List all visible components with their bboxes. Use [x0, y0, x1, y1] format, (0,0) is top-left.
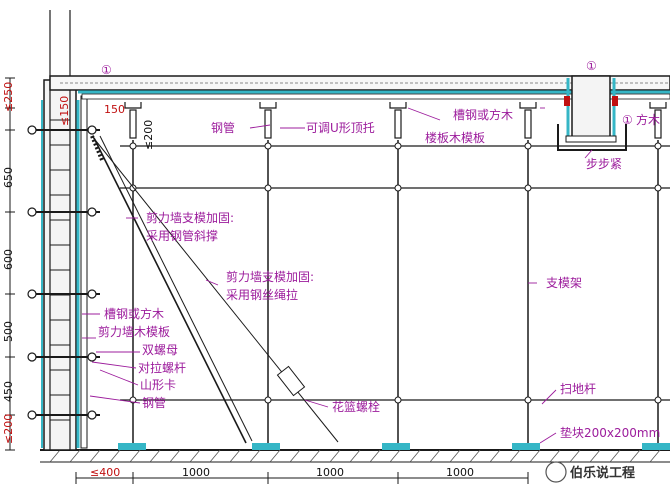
label-channel-or-timber-top: 槽钢或方木: [453, 107, 513, 122]
scaffold-couplers: [129, 142, 662, 404]
dim-450: 450: [2, 381, 15, 402]
label-wall-brace-wire-2: 采用钢丝绳拉: [226, 287, 298, 302]
label-u-jack: 可调U形顶托: [306, 121, 375, 135]
label-steel-pipe-top: 钢管: [211, 120, 235, 135]
wechat-icon: [545, 461, 567, 483]
detail-marker-left: ①: [101, 63, 112, 77]
dim-jack-200: ≤200: [142, 120, 155, 150]
ground: [40, 449, 670, 463]
label-step-tight: 步步紧: [586, 157, 622, 171]
dim-bottom-1000-c: 1000: [446, 466, 474, 479]
label-wall-brace-pipe-1: 剪力墙支模加固:: [146, 210, 234, 225]
label-square-timber: 方木: [636, 112, 660, 127]
dim-500: 500: [2, 321, 15, 342]
label-wall-brace-wire-1: 剪力墙支模加固:: [226, 269, 314, 284]
leader-lines: [82, 107, 593, 444]
label-pad-block: 垫块200x200mm: [560, 425, 660, 440]
annotation-labels: 钢管 可调U形顶托 槽钢或方木 楼板木模板 方木 步步紧 剪力墙支模加固: 采用…: [98, 107, 660, 440]
watermark-text: 伯乐说工程: [570, 465, 635, 481]
pipe-clamps: [27, 125, 97, 420]
dim-bottom-1000-a: 1000: [182, 466, 210, 479]
label-steel-pipe-wall: 钢管: [142, 395, 166, 410]
dim-600: 600: [2, 249, 15, 270]
label-turnbuckle: 花篮螺栓: [332, 399, 380, 414]
diagonal-pipe-brace: [93, 135, 253, 444]
u-jacks: [124, 102, 667, 139]
label-wall-formwork: 剪力墙木模板: [98, 324, 170, 339]
detail-marker-right-small: ①: [622, 113, 633, 127]
dim-top-150: 150: [104, 103, 125, 116]
dim-le-150: ≤150: [58, 96, 71, 126]
label-support-frame: 支模架: [546, 276, 582, 290]
wire-rope-brace: [90, 135, 339, 443]
label-double-nut: 双螺母: [142, 343, 178, 357]
dim-650: 650: [2, 167, 15, 188]
bottom-dimension-line: [75, 472, 529, 484]
label-floor-formwork: 楼板木模板: [425, 130, 485, 145]
dim-le-250: ≤250: [2, 82, 15, 112]
label-channel-or-timber-wall: 槽钢或方木: [104, 306, 164, 321]
dim-le-200-left: ≤200: [2, 414, 15, 444]
dim-bottom-1000-b: 1000: [316, 466, 344, 479]
pad-blocks: [118, 443, 670, 450]
detail-markers: ① ① ①: [101, 59, 633, 127]
label-mountain-clip: 山形卡: [140, 378, 176, 392]
dim-bottom-400: ≤400: [90, 466, 120, 479]
watermark: 伯乐说工程: [545, 461, 635, 483]
label-wall-brace-pipe-2: 采用钢管斜撑: [146, 228, 218, 243]
dimension-texts: ≤250 ≤150 650 600 500 450 ≤200 150 ≤200 …: [2, 82, 474, 479]
label-sweep-rod: 扫地杆: [560, 382, 596, 396]
label-tie-bolt: 对拉螺杆: [138, 360, 186, 375]
detail-marker-right: ①: [586, 59, 597, 73]
left-dimension-line: [5, 77, 15, 451]
